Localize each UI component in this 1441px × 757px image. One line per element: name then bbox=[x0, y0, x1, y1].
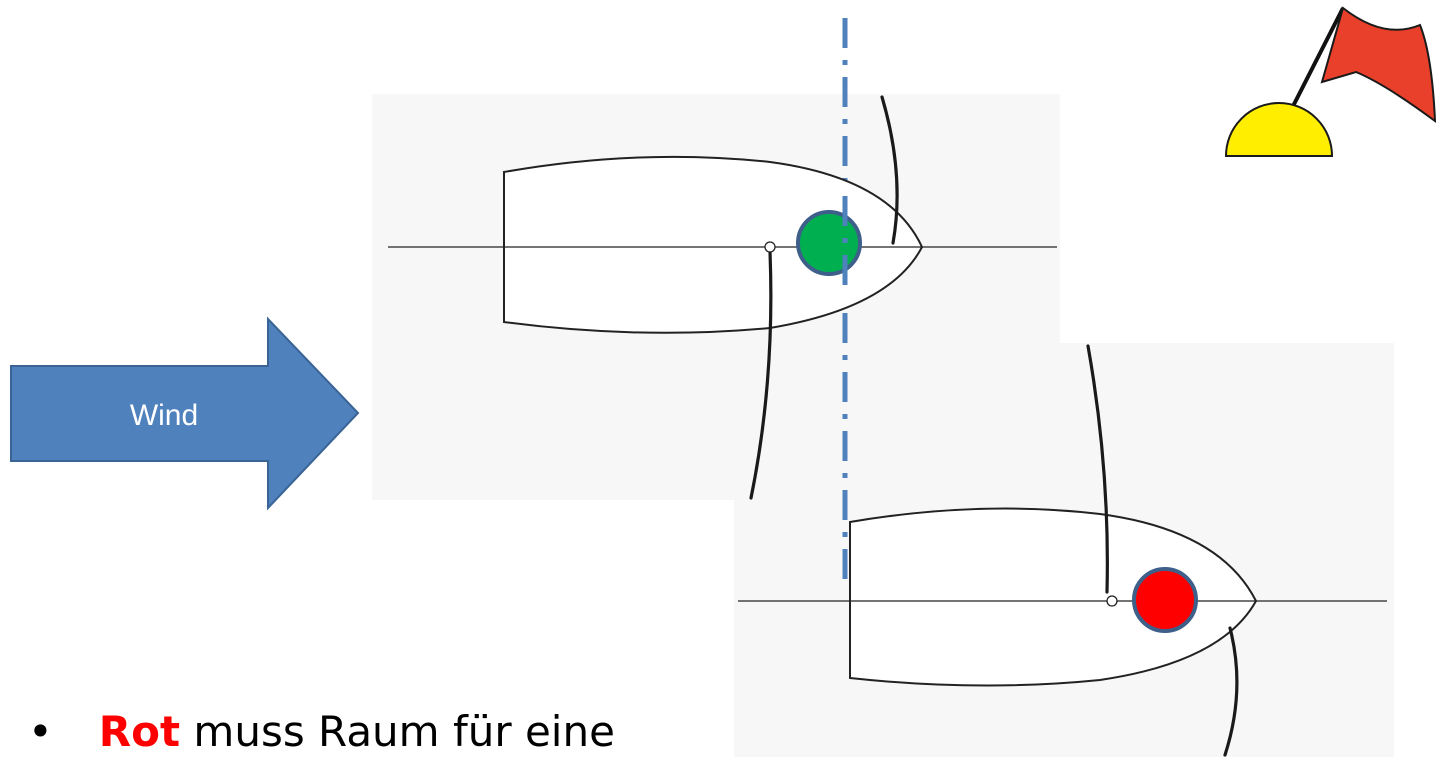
green-boat-marker bbox=[796, 210, 862, 276]
wind-arrow-shape bbox=[10, 316, 360, 511]
bottom-boat-jib-icon bbox=[1223, 626, 1239, 757]
bullet-point: • Rot muss Raum für eine bbox=[28, 706, 615, 757]
flag-pole bbox=[1285, 7, 1345, 119]
yellow-buoy-icon bbox=[1224, 102, 1334, 157]
bottom-boat-mast bbox=[1106, 595, 1118, 607]
wind-arrow-icon: Wind bbox=[10, 316, 360, 511]
top-boat-mast bbox=[764, 241, 776, 253]
bottom-boat-mainsail-icon bbox=[1086, 344, 1109, 594]
bottom-boat bbox=[738, 344, 1387, 757]
buoy-with-flag-icon bbox=[1224, 6, 1437, 157]
bullet-dot-icon: • bbox=[28, 707, 53, 756]
top-boat-jib-icon bbox=[880, 95, 899, 245]
flag-icon bbox=[1320, 6, 1437, 124]
rot-highlight: Rot bbox=[98, 707, 181, 756]
red-boat-marker bbox=[1132, 567, 1198, 633]
bullet-rest-text: muss Raum für eine bbox=[180, 707, 615, 756]
wind-label: Wind bbox=[130, 399, 198, 432]
top-boat-mainsail-icon bbox=[749, 250, 773, 500]
